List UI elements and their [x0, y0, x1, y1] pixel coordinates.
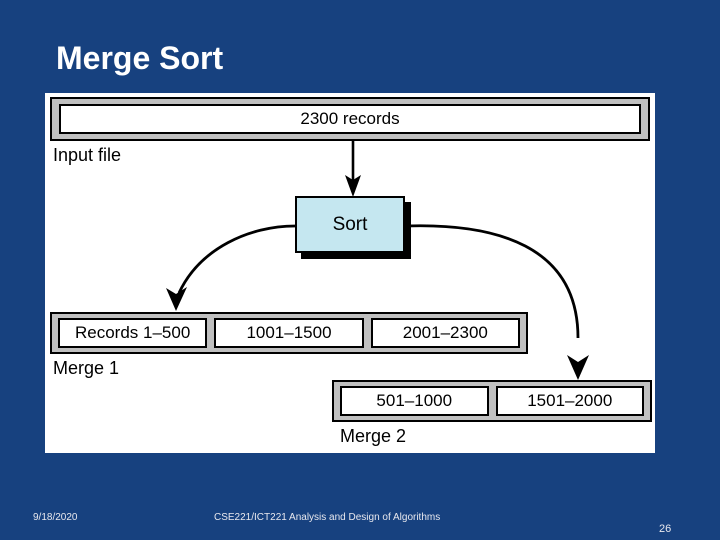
footer-date: 9/18/2020	[33, 512, 78, 523]
merge1-bar: Records 1–500 1001–1500 2001–2300	[50, 312, 528, 354]
footer-course-text: CSE221/ICT221 Analysis and Design of Alg…	[214, 512, 441, 523]
arrow-sort-to-merge1	[166, 224, 296, 311]
arrow-sort-to-merge2	[404, 224, 589, 380]
arrow-records-to-sort	[345, 141, 361, 197]
merge2-cell-1: 501–1000	[340, 386, 489, 416]
merge1-cell-3: 2001–2300	[370, 318, 520, 348]
merge2-bar: 501–1000 1501–2000	[332, 380, 652, 422]
input-file-label: Input file	[53, 145, 122, 165]
merge1-cell-2: 1001–1500	[214, 318, 364, 348]
slide-number: 26	[659, 523, 672, 535]
page-title: Merge Sort	[56, 40, 224, 76]
merge2-cell-2: 1501–2000	[495, 386, 644, 416]
records-count-cell: 2300 records	[59, 104, 641, 134]
merge1-cell-1: Records 1–500	[58, 318, 208, 348]
input-records-bar: 2300 records	[50, 97, 650, 141]
merge2-label: Merge 2	[340, 426, 407, 446]
merge-sort-diagram: 2300 records Input file Sort Records 1–5…	[45, 93, 655, 453]
merge1-label: Merge 1	[53, 358, 120, 378]
sort-process-box: Sort	[295, 196, 405, 253]
